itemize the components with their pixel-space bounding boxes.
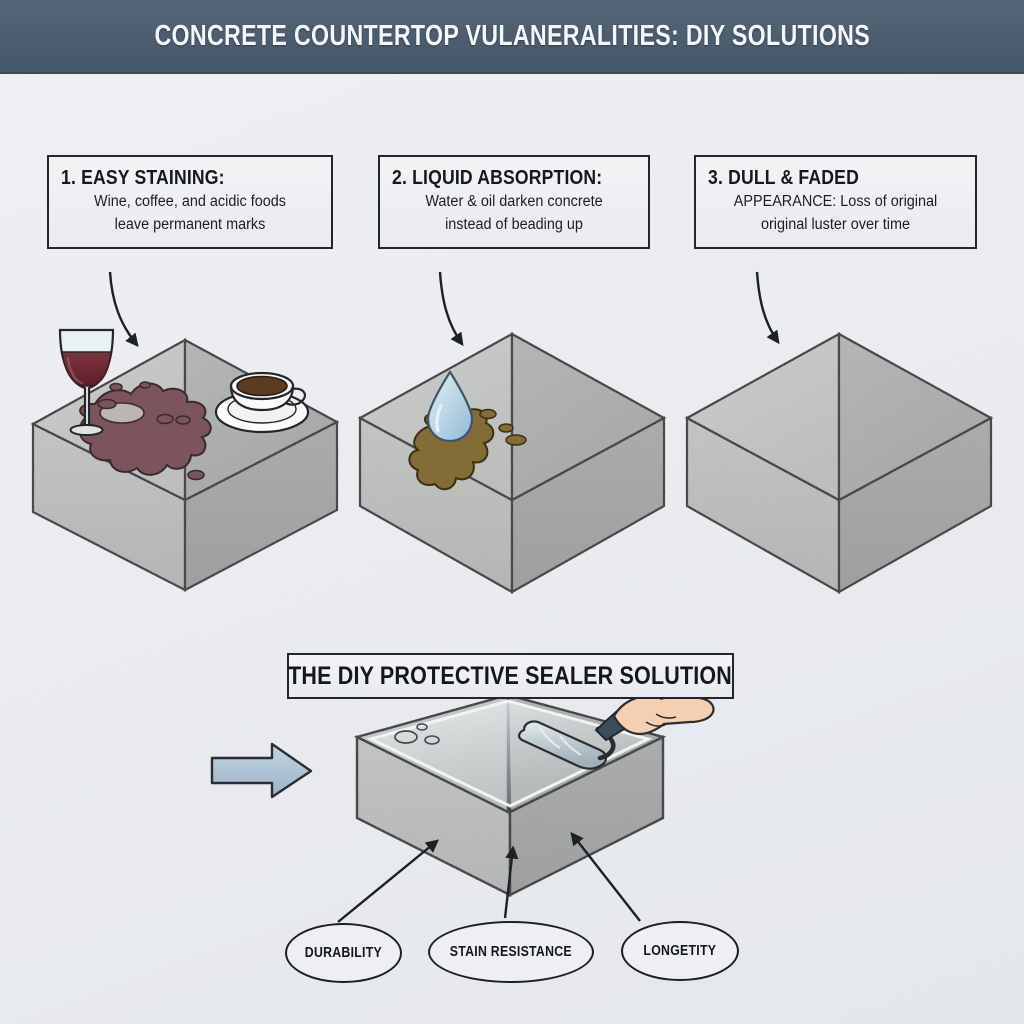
- benefit-label: STAIN RESISTANCE: [449, 944, 573, 960]
- water-bead: [416, 723, 428, 731]
- wine-glass-base: [69, 424, 104, 436]
- block-top-right: [837, 332, 994, 502]
- wine-droplet: [139, 381, 151, 389]
- callout-body-line-2: original luster over time: [760, 216, 911, 234]
- sealed-countertop-block: [337, 688, 716, 923]
- droplet-body: [426, 369, 474, 443]
- sealed-glossy-top: [366, 699, 653, 808]
- callout-heading: 3. DULL & FADED: [708, 167, 859, 189]
- water-bead: [424, 735, 440, 745]
- hand-shape: [612, 694, 715, 736]
- wine-droplet: [109, 382, 123, 392]
- callout-body-line-1: Water & oil darken concrete: [425, 193, 603, 211]
- oil-droplet: [479, 408, 497, 420]
- coffee-cup: [214, 371, 310, 434]
- callout-heading: 1. EASY STAINING:: [61, 167, 225, 189]
- callout-dull-faded[interactable]: 3. DULL & FADED APPEARANCE: Loss of orig…: [694, 155, 977, 250]
- dull-countertop-block: [684, 271, 994, 594]
- coffee-liquid: [236, 375, 288, 397]
- stained-countertop-block: [30, 271, 340, 592]
- benefit-arrow-longetity: [570, 831, 641, 922]
- cup-handle: [285, 387, 307, 406]
- callout-body-line-2: instead of beading up: [445, 216, 583, 234]
- wine-droplet: [97, 398, 117, 410]
- process-arrow-shape: [210, 742, 313, 799]
- page-title: CONCRETE COUNTERTOP VULANERALITIES: DIY …: [154, 19, 870, 52]
- water-bead: [394, 730, 418, 744]
- benefit-label: LONGETITY: [643, 943, 717, 959]
- benefit-label: DURABILITY: [304, 945, 383, 961]
- wine-droplet: [175, 415, 191, 425]
- roller-highlight: [539, 727, 561, 749]
- water-droplet: [426, 369, 474, 443]
- wine-spill: [78, 381, 212, 481]
- absorbing-countertop-block: [357, 271, 667, 594]
- process-arrow: [210, 742, 313, 799]
- benefit-arrow-stain-resistance: [503, 845, 519, 919]
- wine-droplet: [187, 469, 205, 481]
- oil-droplet: [498, 423, 514, 433]
- callout-easy-staining[interactable]: 1. EASY STAINING: Wine, coffee, and acid…: [47, 155, 333, 250]
- solution-banner[interactable]: THE DIY PROTECTIVE SEALER SOLUTION: [287, 653, 734, 699]
- benefit-arrow-durability: [337, 839, 440, 923]
- solution-banner-text: THE DIY PROTECTIVE SEALER SOLUTION: [288, 661, 733, 690]
- callout-body-line-2: leave permanent marks: [114, 216, 266, 234]
- callout-arrow-1: [108, 271, 139, 348]
- finger-crease: [655, 713, 677, 719]
- benefit-longetity[interactable]: LONGETITY: [621, 921, 739, 981]
- finger-crease: [645, 721, 666, 727]
- oil-droplet: [505, 434, 527, 446]
- benefit-stain-resistance[interactable]: STAIN RESISTANCE: [428, 921, 594, 983]
- benefit-durability[interactable]: DURABILITY: [285, 923, 402, 983]
- roller-highlight: [559, 735, 582, 756]
- wine-glass-highlight: [66, 356, 84, 385]
- callout-body-line-1: Wine, coffee, and acidic foods: [93, 193, 287, 211]
- roller-sleeve: [518, 720, 608, 770]
- callout-liquid-absorption[interactable]: 2. LIQUID ABSORPTION: Water & oil darken…: [378, 155, 650, 250]
- callout-body-line-1: APPEARANCE: Loss of original: [733, 193, 938, 211]
- callout-heading: 2. LIQUID ABSORPTION:: [392, 167, 603, 189]
- callout-arrow-2: [438, 271, 464, 347]
- wine-droplet: [156, 413, 174, 425]
- wine-glass: [58, 328, 115, 436]
- callout-arrow-3: [755, 271, 780, 345]
- block-top-right: [510, 332, 667, 502]
- droplet-highlight: [435, 404, 443, 433]
- header-band: CONCRETE COUNTERTOP VULANERALITIES: DIY …: [0, 0, 1024, 74]
